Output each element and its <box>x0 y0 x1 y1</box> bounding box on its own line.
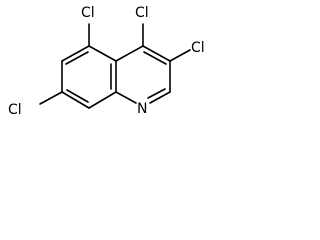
bond-c2-n1-inner <box>147 88 166 99</box>
bond-c2-n1 <box>149 91 171 104</box>
bond-c3-cl <box>169 49 191 62</box>
bond-c4a-c5 <box>88 45 117 62</box>
bonds <box>39 23 191 109</box>
atom-label-cl-c7: Cl <box>8 102 22 118</box>
atom-label-cl-c3: Cl <box>191 40 205 56</box>
bond-c8-c8a <box>88 91 117 109</box>
bond-c4a-c4 <box>115 45 144 62</box>
atom-label-cl-c5: Cl <box>81 5 95 21</box>
atom-labels: Cl Cl Cl Cl N <box>8 5 205 118</box>
bond-n1-c8a <box>115 91 137 104</box>
bond-c7-c8-inner <box>66 89 89 103</box>
bond-c5-c6 <box>61 45 90 62</box>
atom-label-cl-c4: Cl <box>135 5 149 21</box>
bond-c4-c3-inner <box>143 51 167 65</box>
bond-c4-c3 <box>142 45 171 62</box>
atom-label-n1: N <box>137 101 147 117</box>
bond-c7-cl <box>39 91 63 105</box>
bond-c7-c8 <box>61 91 90 109</box>
bond-c5-c6-inner <box>65 51 89 65</box>
chemical-structure-diagram: Cl Cl Cl Cl N <box>8 5 205 118</box>
